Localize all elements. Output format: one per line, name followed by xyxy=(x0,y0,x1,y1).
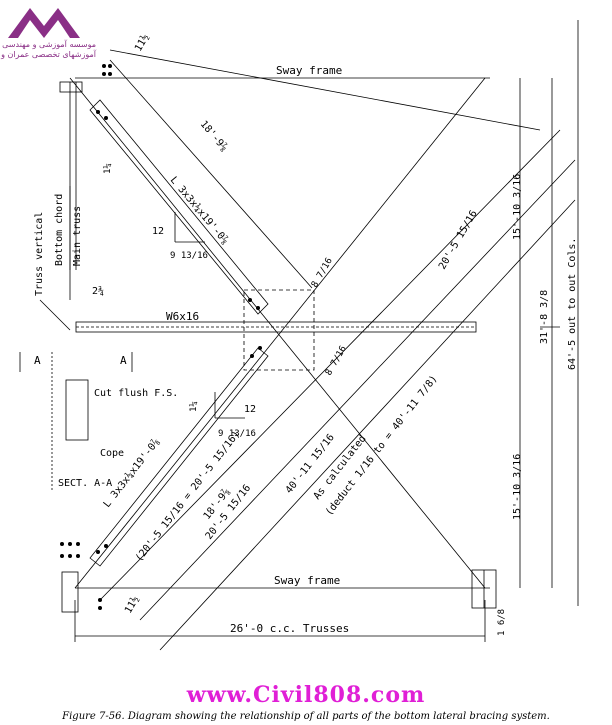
institute-logo: موسسه آموزشی و مهندسی ۸۰۸ آموزشهای تخصصی… xyxy=(0,0,96,62)
trusses-label: 26'-0 c.c. Trusses xyxy=(230,622,349,635)
bolt-holes xyxy=(60,64,262,610)
deduct-label: (deduct 1/16 to = 40'-11 7/8) xyxy=(324,373,440,517)
long-diagonal-1 xyxy=(69,77,486,589)
bottom-left-column xyxy=(61,571,79,613)
logo-mark-icon xyxy=(8,8,80,38)
dim-2-3-4: 2¾ xyxy=(92,285,104,297)
logo-text-line1: موسسه آموزشی و مهندسی ۸۰۸ xyxy=(0,40,96,49)
slope-12-bottom: 12 xyxy=(244,404,256,415)
center-gusset-plate xyxy=(243,289,315,371)
dim-1-6: 1 6/8 xyxy=(497,609,507,636)
top-connection-plate xyxy=(59,81,83,93)
section-a-left: A xyxy=(34,354,41,367)
dim-1-4-top: 1¼ xyxy=(103,163,113,174)
dim-11-top: 11½ xyxy=(132,32,151,54)
logo-text-line2: آموزشهای تخصصی عمران و معماری xyxy=(0,50,96,59)
sect-aa-label: SECT. A-A xyxy=(58,478,112,489)
section-aa-detail xyxy=(65,379,89,441)
bracing-diagram: Sway frame Sway frame 11½ 18'-9⅞ L 3x3x¼… xyxy=(19,20,579,651)
dim-15-10-top: 15'-10 3/16 xyxy=(512,174,523,240)
cope-label: Cope xyxy=(100,448,124,459)
dim-64-overall: 64'-5 out to out Cols. xyxy=(567,238,578,370)
dim-20-5-top: 20'-5 15/16 xyxy=(437,209,480,272)
dim-15-10-bottom: 15'-10 3/16 xyxy=(512,454,523,520)
bottom-diagonal-angle xyxy=(89,347,269,567)
sway-frame-bottom-label: Sway frame xyxy=(274,574,340,587)
dim-18-top: 18'-9⅞ xyxy=(198,118,230,153)
dim-8-7-16-top: 8 7/16 xyxy=(310,256,335,289)
beam-label: W6x16 xyxy=(166,310,199,323)
figure-caption: Figure 7-56. Diagram showing the relatio… xyxy=(62,711,550,722)
long-diagonal-2 xyxy=(74,77,486,589)
sway-frame-top-label: Sway frame xyxy=(276,64,342,77)
top-diagonal-angle xyxy=(89,99,269,315)
dim-31: 31'-8 3/8 xyxy=(539,290,550,344)
cut-flush-label: Cut flush F.S. xyxy=(94,388,178,399)
bottom-chord-label: Bottom chord xyxy=(54,194,65,266)
section-a-right: A xyxy=(120,354,127,367)
dim-8-7-16-bottom: 8 7/16 xyxy=(324,344,349,377)
slope-9-top: 9 13/16 xyxy=(170,251,208,261)
dim-11-bottom: 11½ xyxy=(122,594,141,616)
website-watermark: www.Civil808.com xyxy=(186,682,426,708)
dim-1-4-bottom: 1¼ xyxy=(189,401,199,412)
slope-9-bottom: 9 13/16 xyxy=(218,429,256,439)
truss-vertical-label: Truss vertical xyxy=(34,212,45,296)
slope-12-top: 12 xyxy=(152,226,164,237)
main-truss-label: Main truss xyxy=(72,206,83,266)
